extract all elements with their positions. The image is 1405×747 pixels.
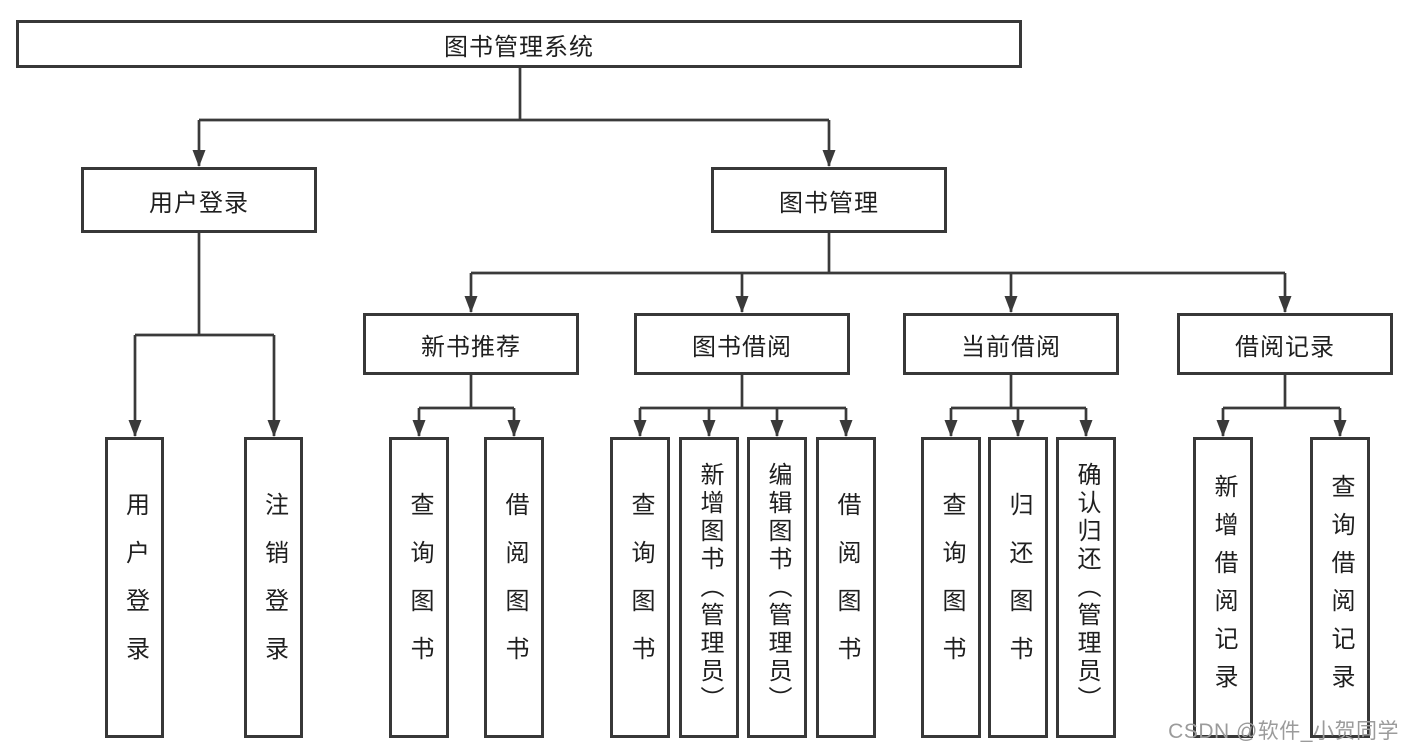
connector-current-borrow-trunk (951, 375, 1086, 410)
csdn-watermark: CSDN @软件_小贺同学 (1168, 720, 1399, 743)
leaf-confirm-return-admin: 确认归还（管理员） (1056, 437, 1116, 738)
leaf-query-books-recommend-label: 查询图书 (406, 491, 433, 684)
leaf-query-books-current: 查询图书 (921, 437, 981, 738)
node-system-root-label: 图书管理系统 (444, 33, 594, 61)
leaf-borrow-books: 借阅图书 (816, 437, 876, 738)
leaf-user-login-label: 用户登录 (121, 491, 149, 684)
connector-book-borrow-trunk (640, 375, 846, 410)
leaf-return-books-label: 归还图书 (1005, 491, 1032, 684)
leaf-add-borrow-record-label: 新增借阅记录 (1210, 473, 1237, 702)
leaf-logout: 注销登录 (244, 437, 303, 738)
leaf-add-books-admin: 新增图书（管理员） (679, 437, 739, 738)
leaf-query-books-current-label: 查询图书 (938, 491, 965, 684)
node-new-book-recommend-label: 新书推荐 (421, 333, 521, 361)
leaf-query-borrow-record-label: 查询借阅记录 (1327, 473, 1354, 702)
node-new-book-recommend: 新书推荐 (363, 313, 579, 375)
leaf-logout-label: 注销登录 (260, 491, 288, 684)
node-book-management: 图书管理 (711, 167, 947, 233)
node-system-root: 图书管理系统 (16, 20, 1022, 68)
leaf-query-borrow-record: 查询借阅记录 (1310, 437, 1370, 738)
node-borrow-records: 借阅记录 (1177, 313, 1393, 375)
connector-root-trunk (199, 68, 829, 122)
leaf-edit-books-admin: 编辑图书（管理员） (747, 437, 807, 738)
leaf-confirm-return-admin-label: 确认归还（管理员） (1073, 461, 1100, 714)
node-user-login-label: 用户登录 (149, 189, 249, 217)
leaf-query-books-borrow-label: 查询图书 (627, 491, 654, 684)
leaf-query-books-borrow: 查询图书 (610, 437, 670, 738)
leaf-borrow-books-recommend-label: 借阅图书 (501, 491, 528, 684)
node-current-borrow: 当前借阅 (903, 313, 1119, 375)
leaf-return-books: 归还图书 (988, 437, 1048, 738)
connector-user-login-trunk (135, 233, 274, 337)
leaf-edit-books-admin-label: 编辑图书（管理员） (764, 461, 791, 714)
node-borrow-records-label: 借阅记录 (1235, 333, 1335, 361)
node-book-borrow: 图书借阅 (634, 313, 850, 375)
connector-borrow-records-trunk (1223, 375, 1340, 410)
node-user-login: 用户登录 (81, 167, 317, 233)
node-book-borrow-label: 图书借阅 (692, 333, 792, 361)
node-current-borrow-label: 当前借阅 (961, 333, 1061, 361)
connector-book-mgmt-trunk (471, 233, 1285, 275)
leaf-borrow-books-label: 借阅图书 (833, 491, 860, 684)
node-book-management-label: 图书管理 (779, 189, 879, 217)
leaf-add-borrow-record: 新增借阅记录 (1193, 437, 1253, 738)
leaf-add-books-admin-label: 新增图书（管理员） (696, 461, 723, 714)
leaf-user-login: 用户登录 (105, 437, 164, 738)
leaf-query-books-recommend: 查询图书 (389, 437, 449, 738)
leaf-borrow-books-recommend: 借阅图书 (484, 437, 544, 738)
connector-new-books-trunk (419, 375, 514, 410)
